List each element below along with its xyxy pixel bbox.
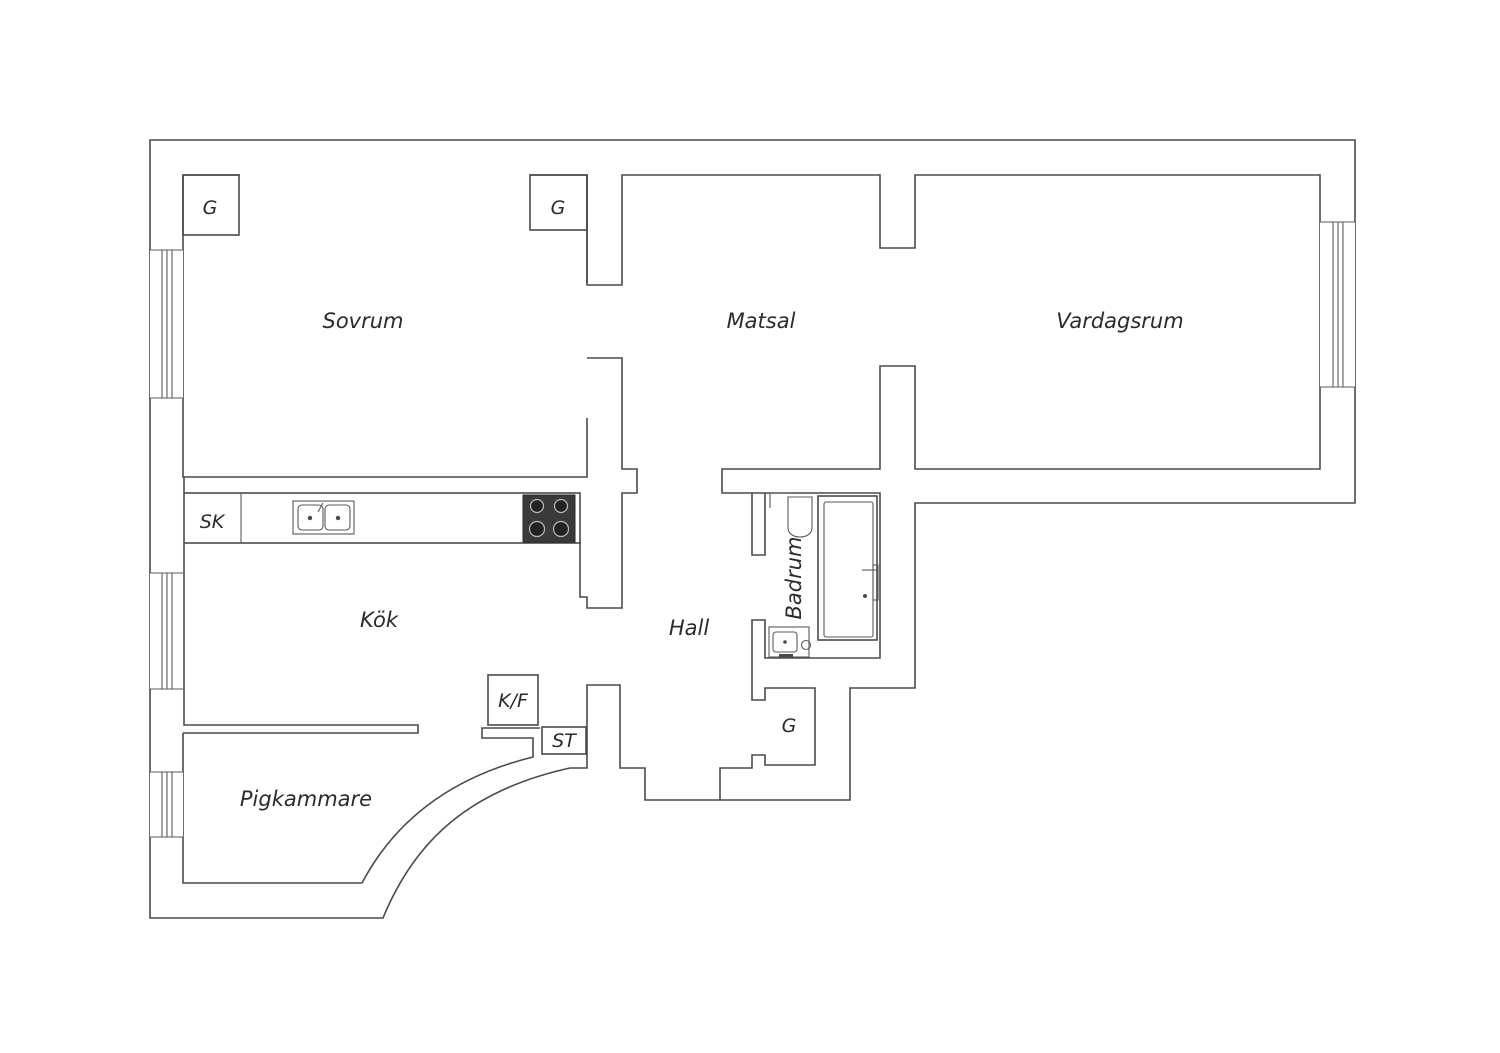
toilet [787,496,813,538]
wardrobe-label-sovrum-left: G [203,197,218,219]
outer-wall [149,139,1356,919]
kitchen-walls [183,477,419,734]
room-label-badrum: Badrum [782,536,806,619]
fridge-freezer-label: K/F [498,690,529,712]
room-label-matsal: Matsal [727,309,796,333]
room-label-sovrum: Sovrum [322,309,403,333]
wardrobe-label-sovrum-right: G [551,197,566,219]
kitchen-sink [292,500,355,535]
storage-box [541,726,587,755]
bathroom-walls [719,492,881,800]
wardrobe-sovrum-right [529,174,588,231]
matsal-walls [586,174,1321,494]
cleaning-closet-label: SK [200,511,226,533]
room-label-pigkammare: Pigkammare [240,787,372,811]
stove-icon [522,494,576,543]
pigkammare-walls [182,727,540,884]
wardrobe-label-hall: G [782,715,797,737]
window-pigkammare [150,771,183,838]
bathtub [817,495,878,641]
window-kok [150,572,183,690]
window-vardagsrum [1320,221,1355,388]
room-label-hall: Hall [669,616,709,640]
room-label-vardagsrum: Vardagsrum [1056,309,1183,333]
storage-label: ST [552,730,577,752]
wardrobe-sovrum-left [182,174,240,236]
window-sovrum [150,249,183,399]
kitchen-counter [183,492,581,544]
room-label-kok: Kök [360,608,399,632]
hall-partition [579,357,638,609]
fridge-box [487,674,539,726]
